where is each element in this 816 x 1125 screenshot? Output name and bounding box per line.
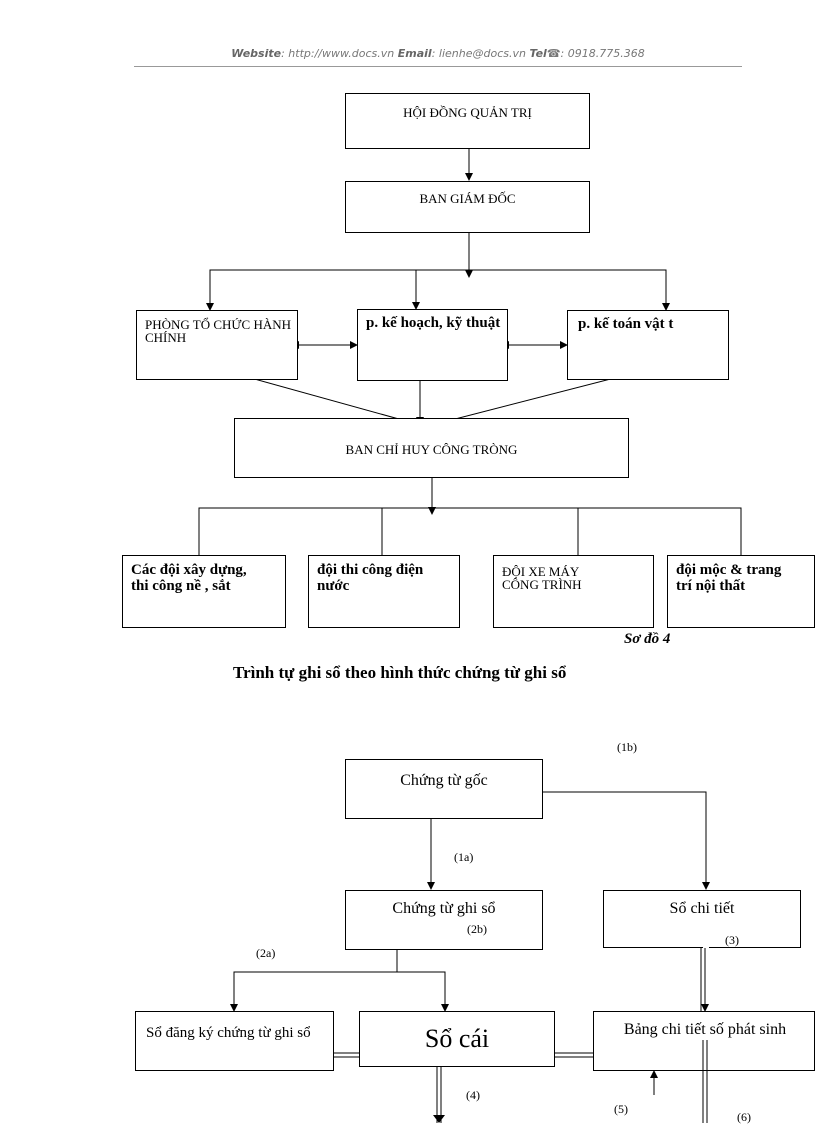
box-detail-ledgers-label: Sổ chi tiết	[669, 900, 735, 917]
email-label: Email	[397, 47, 432, 60]
box-team-vehicles-label: ĐỘI XE MÁY CÔNG TRÌNH	[502, 564, 582, 592]
box-general-ledger: Sổ cái	[359, 1011, 555, 1067]
box-team-vehicles: ĐỘI XE MÁY CÔNG TRÌNH	[493, 555, 654, 628]
box-dept-admin-label: PHÒNG TỔ CHỨC HÀNH CHÍNH	[145, 317, 291, 345]
dept-bus	[209, 269, 667, 309]
box-dept-planning: p. kế hoạch, kỹ thuật	[357, 309, 508, 381]
org-chart-caption: Sơ đồ 4	[624, 631, 671, 647]
box-board-label: HỘI ĐỒNG QUẢN TRỊ	[403, 105, 532, 120]
label-4: (4)	[466, 1088, 480, 1102]
box-journal-vouchers-label: Chứng từ ghi sổ	[392, 900, 496, 917]
box-team-electric: đội thi công điện nước	[308, 555, 460, 628]
box-dept-accounting: p. kế toán vật t	[567, 310, 729, 380]
box-source-docs: Chứng từ gốc	[345, 759, 543, 819]
arrow-1b	[543, 791, 710, 890]
box-site-command: BAN CHỈ HUY CÔNG TRÒNG	[234, 418, 629, 478]
page-header: Website: http://www.docs.vn Email: lienh…	[134, 47, 742, 60]
label-3: (3)	[725, 933, 739, 947]
label-2b: (2b)	[467, 922, 487, 936]
box-dept-planning-label: p. kế hoạch, kỹ thuật	[366, 315, 501, 331]
box-team-construction: Các đội xây dựng, thi công nề , sắt	[122, 555, 286, 628]
website-value: : http://www.docs.vn	[281, 47, 395, 60]
box-directors: BAN GIÁM ĐỐC	[345, 181, 590, 233]
box-directors-label: BAN GIÁM ĐỐC	[419, 191, 516, 206]
branch-2a-2b	[233, 971, 446, 1010]
label-1a: (1a)	[454, 850, 474, 864]
label-2a: (2a)	[256, 946, 276, 960]
section-title: Trình tự ghi sổ theo hình thức chứng từ …	[233, 663, 567, 682]
label-1b: (1b)	[617, 740, 637, 754]
box-site-command-label: BAN CHỈ HUY CÔNG TRÒNG	[345, 442, 518, 457]
box-journal-vouchers: Chứng từ ghi sổ	[345, 890, 543, 950]
box-general-ledger-label: Sổ cái	[424, 1024, 490, 1053]
box-board: HỘI ĐỒNG QUẢN TRỊ	[345, 93, 590, 149]
arrow-accounting-to-site	[427, 373, 631, 429]
box-detail-summary-label: Bảng chi tiết số phát sinh	[623, 1021, 787, 1038]
arrow-4-head	[433, 1115, 445, 1123]
label-6: (6)	[737, 1110, 751, 1124]
tel-value: ☎: 0918.775.368	[546, 47, 645, 60]
box-detail-summary: Bảng chi tiết số phát sinh	[593, 1011, 815, 1071]
label-5: (5)	[614, 1102, 628, 1116]
box-voucher-register: Sổ đăng ký chứng từ ghi sổ	[135, 1011, 334, 1071]
box-detail-ledgers-bottom-right	[709, 947, 801, 948]
box-dept-admin: PHÒNG TỔ CHỨC HÀNH CHÍNH	[136, 310, 298, 380]
box-team-carpentry-label: đội mộc & trang trí nội thất	[676, 562, 782, 594]
box-dept-accounting-label: p. kế toán vật t	[578, 316, 674, 332]
box-detail-ledgers: Sổ chi tiết	[603, 890, 801, 948]
box-team-construction-label: Các đội xây dựng, thi công nề , sắt	[131, 562, 247, 594]
email-value: : lienhe@docs.vn	[431, 47, 526, 60]
box-team-carpentry: đội mộc & trang trí nội thất	[667, 555, 815, 628]
box-detail-ledgers-bottom	[603, 947, 703, 948]
website-label: Website	[231, 47, 282, 60]
box-source-docs-label: Chứng từ gốc	[400, 772, 488, 789]
header-divider	[134, 66, 742, 67]
team-bus	[198, 507, 742, 560]
box-team-electric-label: đội thi công điện nước	[317, 562, 424, 594]
box-voucher-register-label: Sổ đăng ký chứng từ ghi sổ	[146, 1025, 311, 1041]
tel-label: Tel	[529, 47, 547, 60]
